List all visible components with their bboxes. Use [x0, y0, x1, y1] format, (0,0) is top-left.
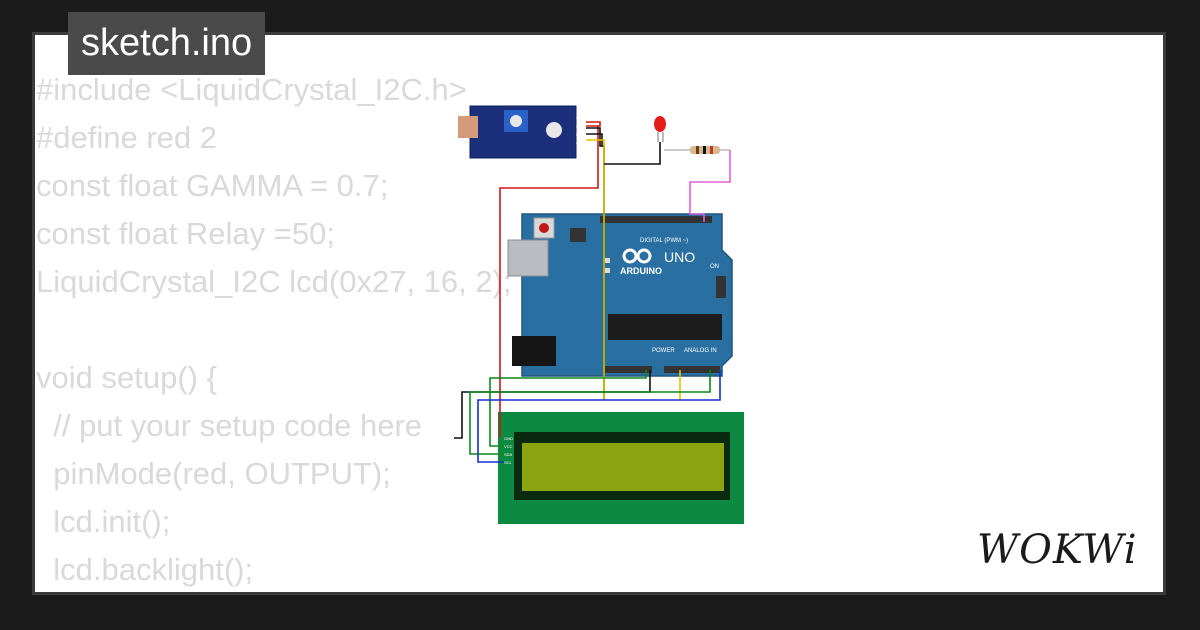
photoresistor-icon	[458, 116, 478, 138]
lcd-pin-gnd: GND	[504, 436, 513, 441]
wires	[454, 121, 731, 463]
power-jack	[512, 336, 556, 366]
lcd-pin-vcc: VCC	[504, 444, 513, 449]
code-editor[interactable]: #include <LiquidCrystal_I2C.h> #define re…	[36, 66, 512, 594]
board-model-label: UNO	[664, 249, 695, 265]
red-led[interactable]	[654, 116, 666, 142]
analog-label: ANALOG IN	[684, 348, 717, 354]
code-line: const float Relay =50;	[36, 216, 335, 251]
atmega-chip	[608, 314, 722, 340]
wire-pink[interactable]	[689, 150, 731, 222]
code-line: #include <LiquidCrystal_I2C.h>	[36, 72, 467, 107]
wire-yellow[interactable]	[586, 139, 605, 400]
wire-blue[interactable]	[477, 370, 721, 463]
ldr-sensor-module[interactable]: VCC GND DO AO	[458, 105, 585, 159]
arduino-uno-board[interactable]: DIGITAL (PWM ~) ARDUINO UNO ON POWER ANA…	[507, 213, 733, 377]
on-label: ON	[710, 264, 719, 270]
wire-red[interactable]	[499, 126, 599, 438]
code-line: #define red 2	[36, 120, 217, 155]
usb-port	[507, 239, 549, 277]
power-label: POWER	[652, 348, 675, 354]
wire-green[interactable]	[489, 370, 647, 447]
board-brand-label: ARDUINO	[620, 266, 662, 276]
wokwi-logo: WOKWi	[977, 527, 1138, 573]
code-line: void setup() {	[36, 360, 217, 395]
code-line: lcd.backlight();	[36, 552, 254, 587]
digital-label: DIGITAL (PWM ~)	[640, 238, 688, 244]
lcd-pin-scl: SCL	[504, 460, 513, 465]
sensor-pin-do: DO	[576, 132, 582, 137]
lcd-pin-sda: SDA	[504, 452, 513, 457]
sensor-pin-vcc: VCC	[576, 116, 585, 121]
file-tab[interactable]: sketch.ino	[68, 12, 266, 75]
code-line: // put your setup code here	[36, 408, 423, 443]
lcd-1602-display[interactable]: GND VCC SDA SCL	[498, 412, 744, 524]
code-line: LiquidCrystal_I2C lcd(0x27, 16, 2);	[36, 264, 512, 299]
code-line: lcd.init();	[36, 504, 171, 539]
sensor-pin-gnd: GND	[576, 124, 585, 129]
reset-button[interactable]	[539, 223, 549, 233]
resistor[interactable]	[664, 146, 730, 154]
wire-black[interactable]	[604, 142, 661, 165]
code-line: const float GAMMA = 0.7;	[36, 168, 389, 203]
code-line: pinMode(red, OUTPUT);	[36, 456, 391, 491]
sensor-pin-ao: AO	[576, 140, 582, 145]
